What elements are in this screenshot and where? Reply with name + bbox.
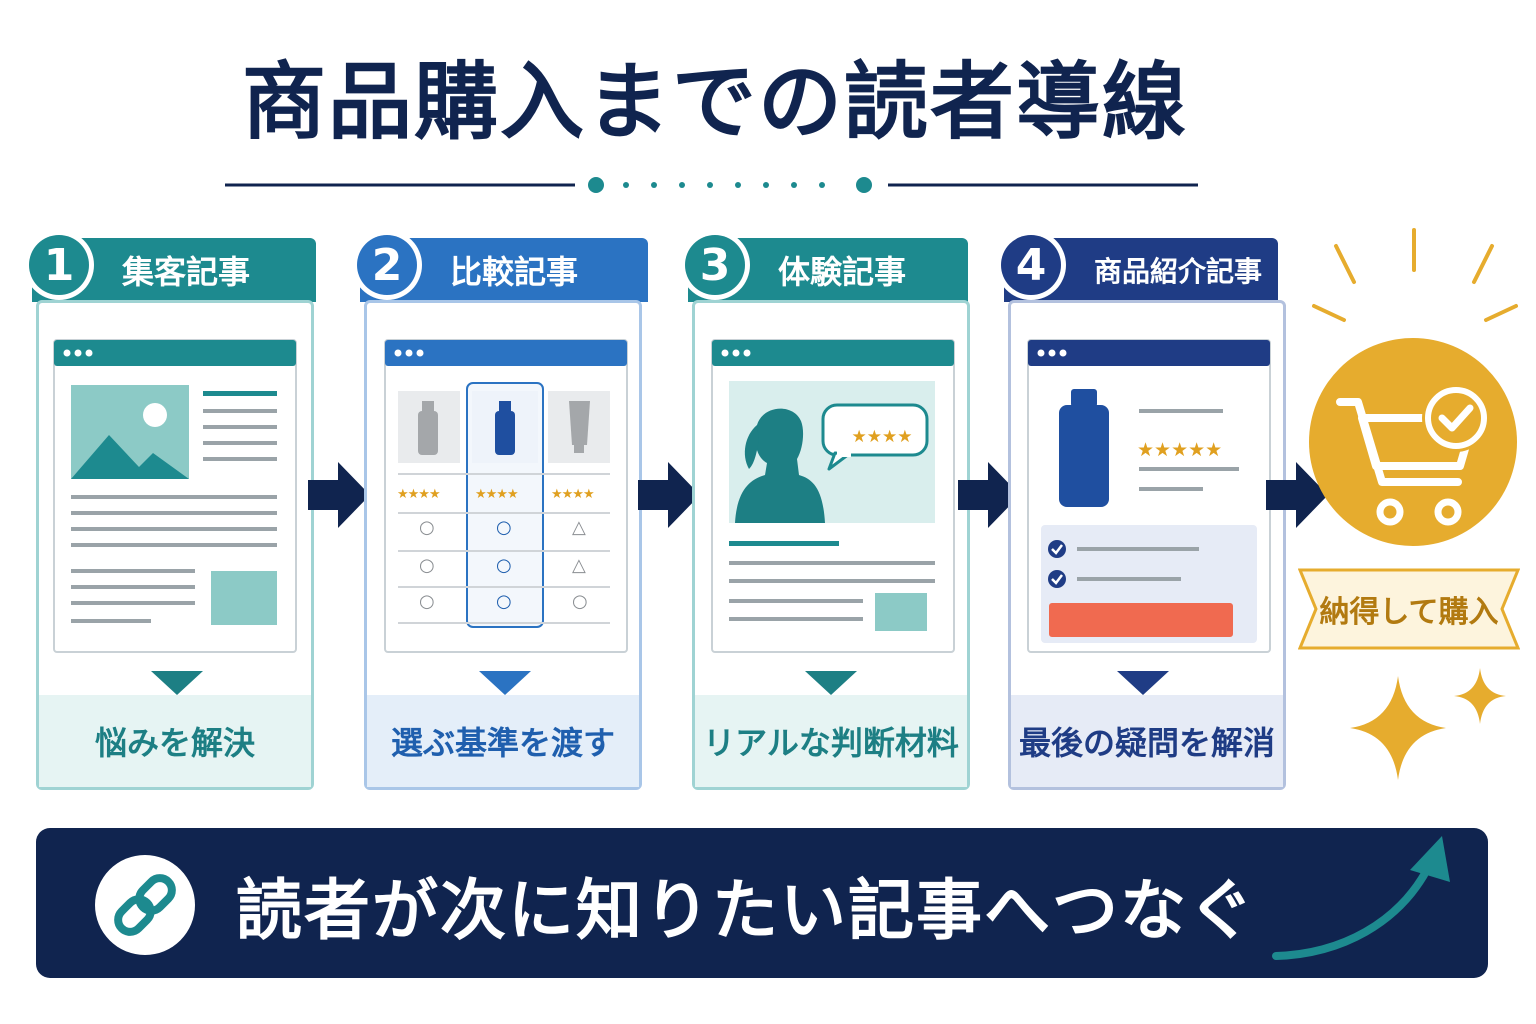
step-3-card: ★★★★ リアルな判断材料 — [692, 300, 970, 790]
step-number: 4 — [1001, 235, 1061, 295]
step-title: 比較記事 — [450, 253, 579, 291]
rating-mark: ○ — [419, 591, 435, 612]
flow-arrow-icon — [638, 462, 700, 528]
purchase-goal-graphic — [1309, 228, 1518, 546]
growth-arrow-icon — [1272, 836, 1450, 960]
page-title: 商品購入までの読者導線 — [241, 53, 1188, 151]
step-4-card: ★★★★★ 最後の疑問を解消 — [1008, 300, 1286, 790]
goal-ribbon — [1298, 568, 1520, 650]
product-b-stars: ★★★★ — [475, 487, 519, 502]
article-mockup — [53, 339, 297, 653]
step-title: 集客記事 — [122, 253, 251, 291]
product-stars: ★★★★★ — [1137, 439, 1223, 461]
caption-pointer-icon — [805, 671, 857, 695]
step-caption: 悩みを解決 — [39, 695, 311, 787]
rating-mark: △ — [572, 517, 586, 538]
step-4-header: 4 商品紹介記事 — [996, 230, 1278, 302]
rating-mark: ○ — [419, 517, 435, 538]
step-number: 2 — [357, 235, 417, 295]
flow-arrow-icon — [1266, 462, 1328, 528]
rating-mark: ○ — [496, 555, 512, 576]
step-caption: リアルな判断材料 — [695, 695, 967, 787]
banner-message: 読者が次に知りたい記事へつなぐ — [236, 872, 1256, 949]
caption-pointer-icon — [151, 671, 203, 695]
step-title: 体験記事 — [778, 253, 907, 291]
rating-mark: △ — [572, 555, 586, 576]
step-3-header: 3 体験記事 — [680, 230, 968, 302]
goal-label: 納得して購入 — [1319, 595, 1499, 630]
rating-mark: ○ — [572, 591, 588, 612]
flow-arrow-icon — [308, 462, 370, 528]
flow-arrow-icon — [958, 462, 1020, 528]
rating-mark: ○ — [496, 517, 512, 538]
product-c-stars: ★★★★ — [551, 487, 595, 502]
step-number: 3 — [685, 235, 745, 295]
step-number: 1 — [29, 235, 89, 295]
review-mockup — [711, 339, 955, 653]
rating-mark: ○ — [496, 591, 512, 612]
rating-mark: ○ — [419, 555, 435, 576]
step-2-header: 2 比較記事 — [352, 230, 648, 302]
caption-pointer-icon — [479, 671, 531, 695]
link-icon — [95, 855, 195, 955]
step-caption: 最後の疑問を解消 — [1011, 695, 1283, 787]
step-title: 商品紹介記事 — [1094, 255, 1263, 288]
step-1-card: 悩みを解決 — [36, 300, 314, 790]
step-1-header: 1 集客記事 — [24, 230, 316, 302]
sparkle-icon — [1350, 668, 1506, 780]
comparison-mockup — [384, 339, 628, 653]
product-a-stars: ★★★★ — [397, 487, 441, 502]
step-caption: 選ぶ基準を渡す — [367, 695, 639, 787]
product-page-mockup — [1027, 339, 1271, 653]
bottom-banner — [36, 828, 1488, 978]
review-stars: ★★★★ — [851, 427, 913, 447]
caption-pointer-icon — [1117, 671, 1169, 695]
title-divider — [225, 177, 1198, 193]
step-2-card: ★★★★ ★★★★ ★★★★ ○ ○ △ ○ ○ △ ○ ○ ○ 選ぶ基準を渡す — [364, 300, 642, 790]
